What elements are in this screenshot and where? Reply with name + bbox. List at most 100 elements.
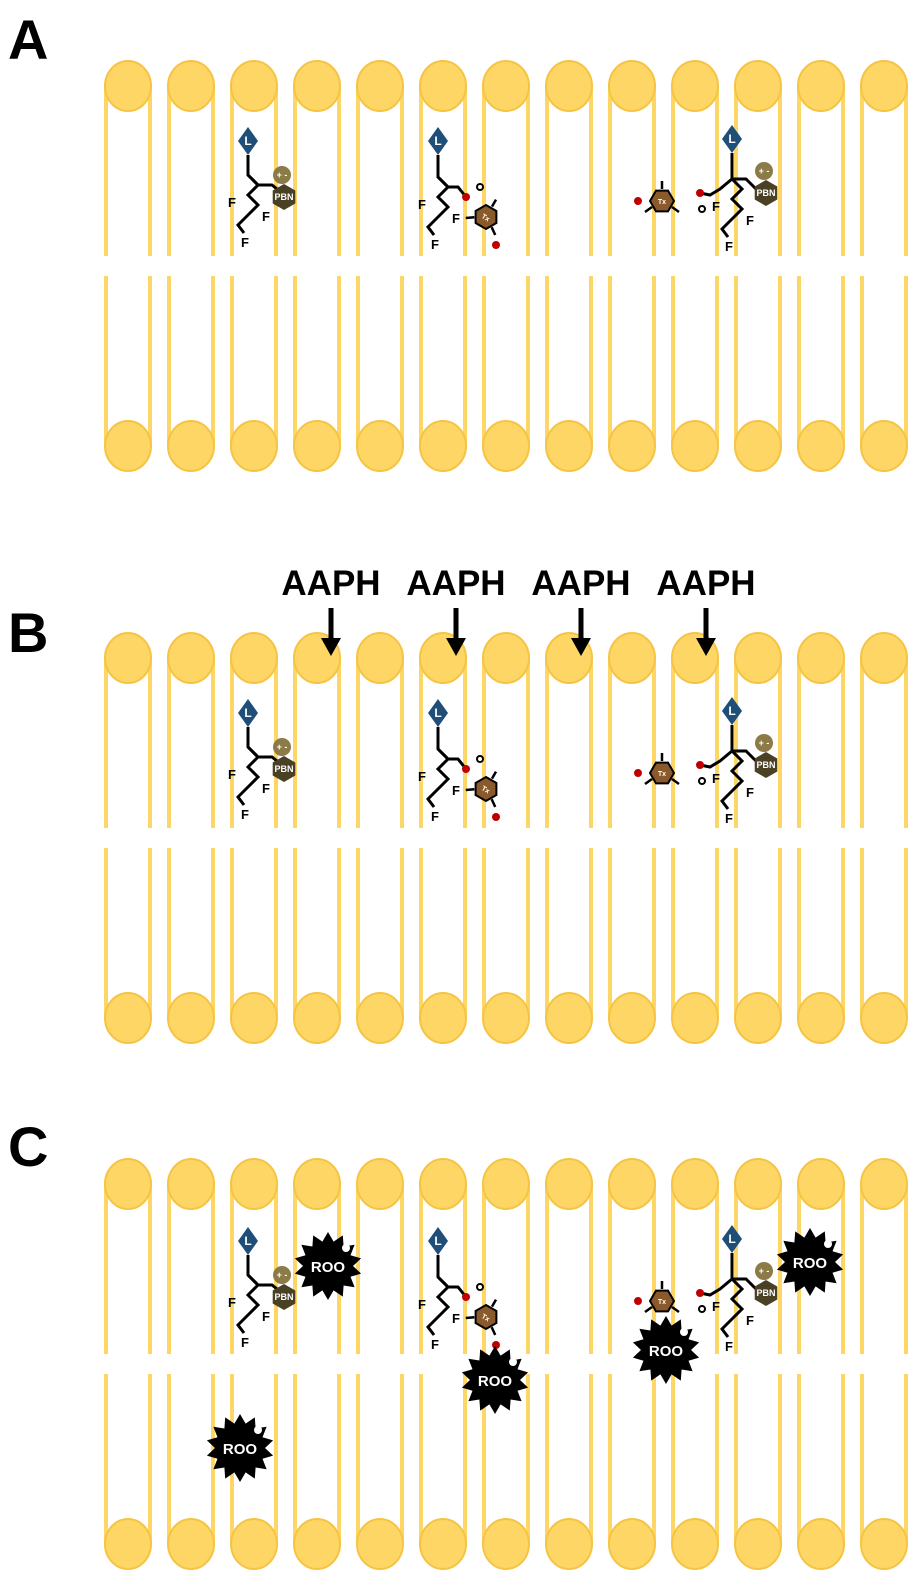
lipid-head [419, 1518, 467, 1570]
lipid-head [293, 420, 341, 472]
lipid-head [797, 420, 845, 472]
carbonyl-oxygen [476, 755, 484, 763]
lipid-molecule [671, 60, 719, 472]
ester-oxygen [696, 189, 704, 197]
fluorine-label: F [262, 1309, 270, 1324]
ring-hexagon [474, 775, 498, 803]
roo-label: ROO [223, 1441, 258, 1458]
methyl-stub [671, 777, 680, 786]
charge-circle [755, 1262, 773, 1280]
anchor-shape [238, 1227, 258, 1255]
fluorinated-chain [720, 749, 745, 810]
charge-label: + - [277, 742, 288, 752]
fluorine-label: F [725, 239, 733, 254]
lipid-molecule [167, 1158, 215, 1570]
aaph-initiators: AAPH AAPH AAPH AAPH [281, 564, 756, 656]
lipid-molecule [104, 1158, 152, 1570]
anchor-shape [428, 127, 448, 155]
lipid-molecule [419, 60, 467, 472]
lipid-molecule [293, 60, 341, 472]
lipid-head [293, 1518, 341, 1570]
lipid-molecule [104, 632, 152, 1044]
lipid-molecule [230, 1158, 278, 1570]
lipid-head [860, 632, 908, 684]
fluorine-label: F [431, 237, 439, 252]
lipid-head [734, 1158, 782, 1210]
anchor-label: L [434, 706, 441, 720]
roo-label: ROO [649, 1343, 684, 1360]
pbn-trap: + -PBN [272, 1266, 296, 1310]
lipid-head [482, 60, 530, 112]
charge-circle [273, 1266, 291, 1284]
fluorinated-chain [236, 745, 261, 806]
lipophilic-anchor: L [238, 127, 258, 155]
lipophilic-anchor: L [428, 1227, 448, 1255]
charge-circle [755, 734, 773, 752]
linker-tx [699, 1277, 733, 1297]
radical-dot [680, 1328, 688, 1336]
lipid-head [419, 420, 467, 472]
methyl-stub [490, 226, 497, 236]
pbn-trap: + -PBN [272, 738, 296, 782]
anchor-label: L [728, 704, 735, 718]
lipid-head [230, 420, 278, 472]
phenol-oxygen [634, 197, 642, 205]
lipid-head [104, 420, 152, 472]
lipid-molecule [293, 632, 341, 1044]
lipid-head [734, 60, 782, 112]
tocopherol-ring: Tx [465, 771, 498, 808]
lipid-head [608, 1518, 656, 1570]
methyl-stub [644, 205, 653, 214]
methyl-stub [644, 777, 653, 786]
pbn-trap: + -PBN [754, 734, 778, 778]
pbn-hexagon [754, 752, 778, 778]
lipid-molecule [230, 632, 278, 1044]
lipophilic-anchor: L [428, 699, 448, 727]
anchor-shape [238, 127, 258, 155]
tocopherol-label: Tx [480, 785, 491, 795]
lipid-head [608, 60, 656, 112]
lipid-molecule [671, 632, 719, 1044]
lipid-head [860, 992, 908, 1044]
fluorine-label: F [262, 781, 270, 796]
tocopherol-label: Tx [658, 771, 666, 778]
pbn-label: PBN [756, 760, 775, 770]
aaph-label: AAPH [281, 564, 380, 603]
methyl-stub [671, 205, 680, 214]
ring-hexagon [648, 189, 676, 213]
fluorinated-chain [236, 173, 261, 234]
lipid-head [797, 992, 845, 1044]
anchor-shape [428, 699, 448, 727]
charge-label: + - [277, 1270, 288, 1280]
roo-label: ROO [793, 1255, 828, 1272]
fluorine-label: F [746, 1313, 754, 1328]
lipophilic-anchor: L [722, 1225, 742, 1253]
fluorine-label: F [228, 767, 236, 782]
lipid-head [671, 60, 719, 112]
ester-oxygen [462, 765, 470, 773]
lipid-molecule [419, 1158, 467, 1570]
lipid-head [608, 632, 656, 684]
charge-label: + - [277, 170, 288, 180]
methyl-stub [465, 215, 475, 220]
lipid-head [482, 1518, 530, 1570]
fluorine-label: F [746, 785, 754, 800]
roo-radical: ROO [294, 1232, 362, 1300]
lipid-head [104, 992, 152, 1044]
lipid-head [797, 1158, 845, 1210]
lipid-head [104, 1518, 152, 1570]
lipid-bilayer-3 [104, 1158, 908, 1570]
tocopherol-ring: Tx [644, 181, 680, 214]
lipid-head [293, 60, 341, 112]
lipid-head [230, 60, 278, 112]
aaph-arrow-3: AAPH [531, 564, 631, 656]
lipid-head [671, 1158, 719, 1210]
anchor-label: L [244, 706, 251, 720]
lipid-head [356, 1518, 404, 1570]
lipid-head [419, 1158, 467, 1210]
charge-circle [755, 162, 773, 180]
pbn-label: PBN [756, 188, 775, 198]
